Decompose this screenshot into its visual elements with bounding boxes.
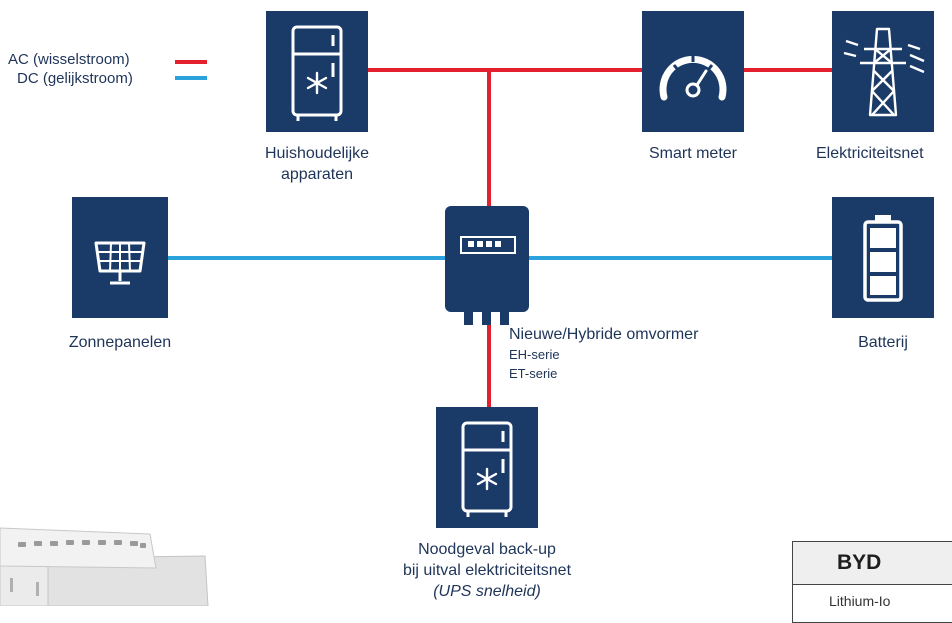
appliances-label-1: Huishoudelijke <box>264 145 370 162</box>
fridge-icon <box>461 421 513 517</box>
inverter-icon <box>460 236 516 325</box>
battery-icon <box>863 215 903 302</box>
grid-tile <box>832 11 934 132</box>
inverter-series-et: ET-serie <box>509 366 558 381</box>
product-illustration <box>0 527 209 606</box>
backup-label-3: (UPS snelheid) <box>433 583 541 600</box>
backup-tile <box>436 407 538 528</box>
byd-subtext: Lithium-Io <box>829 593 891 609</box>
solar-label: Zonnepanelen <box>68 334 172 351</box>
smart-meter-tile <box>642 11 744 132</box>
byd-brand: BYD <box>793 542 952 585</box>
backup-label-2: bij uitval elektriciteitsnet <box>402 562 572 579</box>
backup-label-1: Noodgeval back-up <box>418 541 556 558</box>
byd-panel: BYD Lithium-Io <box>792 541 952 623</box>
power-pylon-icon <box>843 27 925 117</box>
appliances-tile <box>266 11 368 132</box>
solar-tile <box>72 197 168 318</box>
inverter-box <box>445 206 529 312</box>
gauge-icon <box>659 55 727 101</box>
smart-meter-label: Smart meter <box>648 145 737 162</box>
solar-panel-icon <box>94 241 146 285</box>
grid-label: Elektriciteitsnet <box>816 145 924 162</box>
battery-label: Batterij <box>858 334 908 351</box>
legend-ac-label: AC (wisselstroom) <box>8 51 130 68</box>
fridge-icon <box>291 25 343 121</box>
inverter-title: Nieuwe/Hybride omvormer <box>509 326 699 343</box>
battery-tile <box>832 197 934 318</box>
inverter-series-eh: EH-serie <box>509 347 560 362</box>
legend-dc-swatch <box>175 76 207 80</box>
appliances-label-2: apparaten <box>280 166 354 183</box>
legend-dc-label: DC (gelijkstroom) <box>17 70 133 87</box>
legend-ac-swatch <box>175 60 207 64</box>
